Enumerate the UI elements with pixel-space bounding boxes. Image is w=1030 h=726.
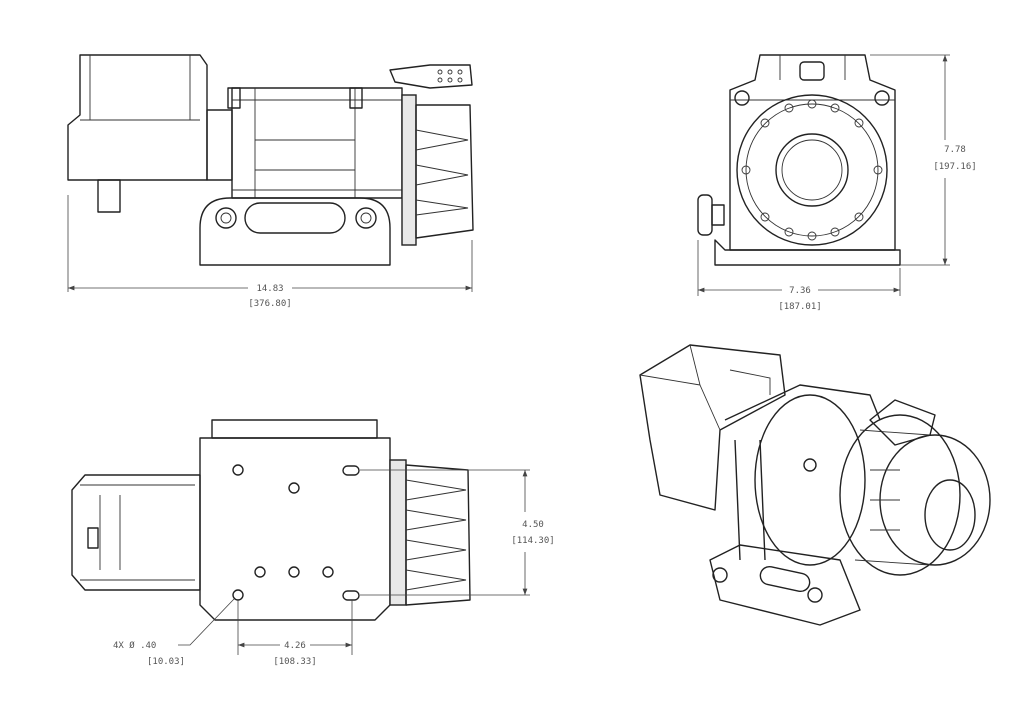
side-length-mm: [376.80] xyxy=(248,299,291,309)
front-view: 7.78 [197.16] 7.36 [187.01] xyxy=(697,54,977,312)
front-height-in: 7.78 xyxy=(944,145,966,155)
top-horizontal-spacing-in: 4.26 xyxy=(284,641,306,651)
isometric-view xyxy=(639,344,991,626)
top-horizontal-spacing-mm: [108.33] xyxy=(273,657,316,667)
front-height-mm: [197.16] xyxy=(933,162,976,172)
top-vertical-spacing-in: 4.50 xyxy=(522,520,544,530)
side-view: 14.83 [376.80] xyxy=(67,54,474,309)
hole-callout: 4X Ø .40 xyxy=(113,640,156,651)
top-vertical-spacing-mm: [114.30] xyxy=(511,536,554,546)
top-view: 4.50 [114.30] 4.26 [108.33] 4X Ø .40 [10… xyxy=(71,419,555,667)
side-length-in: 14.83 xyxy=(256,284,283,294)
front-width-mm: [187.01] xyxy=(778,302,821,312)
front-width-in: 7.36 xyxy=(789,286,811,296)
hole-callout-mm: [10.03] xyxy=(147,657,185,667)
